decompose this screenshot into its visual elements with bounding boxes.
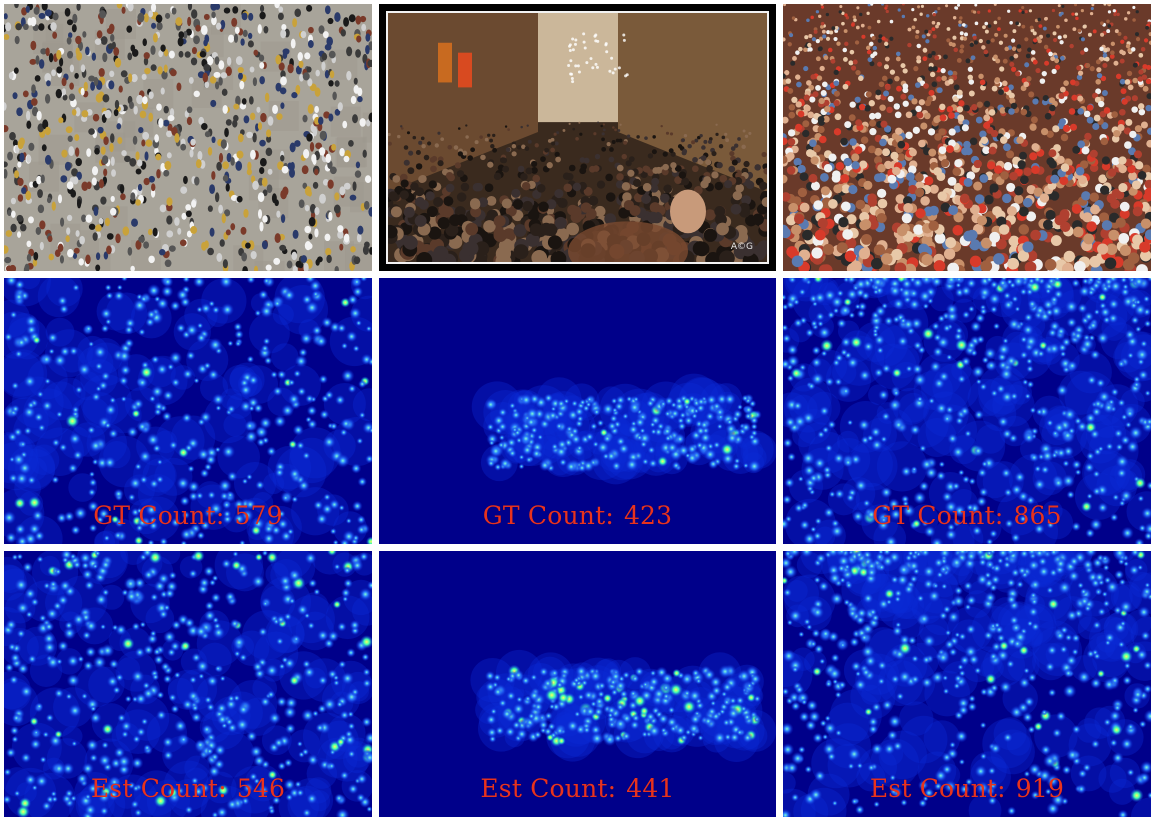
est-count-text: Est Count:: [480, 774, 617, 803]
est-count-text: Est Count:: [869, 774, 1006, 803]
gt-density-map-2: GT Count: 423: [379, 278, 776, 544]
est-density-map-1: Est Count: 546: [4, 551, 372, 817]
gt-count-text: GT Count:: [872, 501, 1004, 530]
gt-density-map-1: GT Count: 579: [4, 278, 372, 544]
est-density-map-2: Est Count: 441: [379, 551, 776, 817]
photo-street-crowd: A©G: [379, 4, 776, 271]
est-density-map-3: Est Count: 919: [783, 551, 1151, 817]
photo-dense-crowd: [783, 4, 1151, 271]
gt-count-label-3: GT Count: 865: [783, 501, 1151, 530]
est-count-text: Est Count:: [90, 774, 227, 803]
est-count-value: 546: [236, 774, 286, 803]
gt-count-text: GT Count:: [482, 501, 614, 530]
gt-count-label-1: GT Count: 579: [4, 501, 372, 530]
est-count-value: 919: [1015, 774, 1065, 803]
gt-count-label-2: GT Count: 423: [379, 501, 776, 530]
gt-count-value: 423: [623, 501, 673, 530]
photo-watermark: A©G: [730, 242, 753, 252]
gt-count-text: GT Count:: [93, 501, 225, 530]
est-count-label-3: Est Count: 919: [783, 774, 1151, 803]
est-count-label-2: Est Count: 441: [379, 774, 776, 803]
photo-aerial-crowd: [4, 4, 372, 271]
est-count-value: 441: [626, 774, 675, 803]
gt-count-value: 579: [234, 501, 283, 530]
gt-density-map-3: GT Count: 865: [783, 278, 1151, 544]
est-count-label-1: Est Count: 546: [4, 774, 372, 803]
gt-count-value: 865: [1013, 501, 1062, 530]
